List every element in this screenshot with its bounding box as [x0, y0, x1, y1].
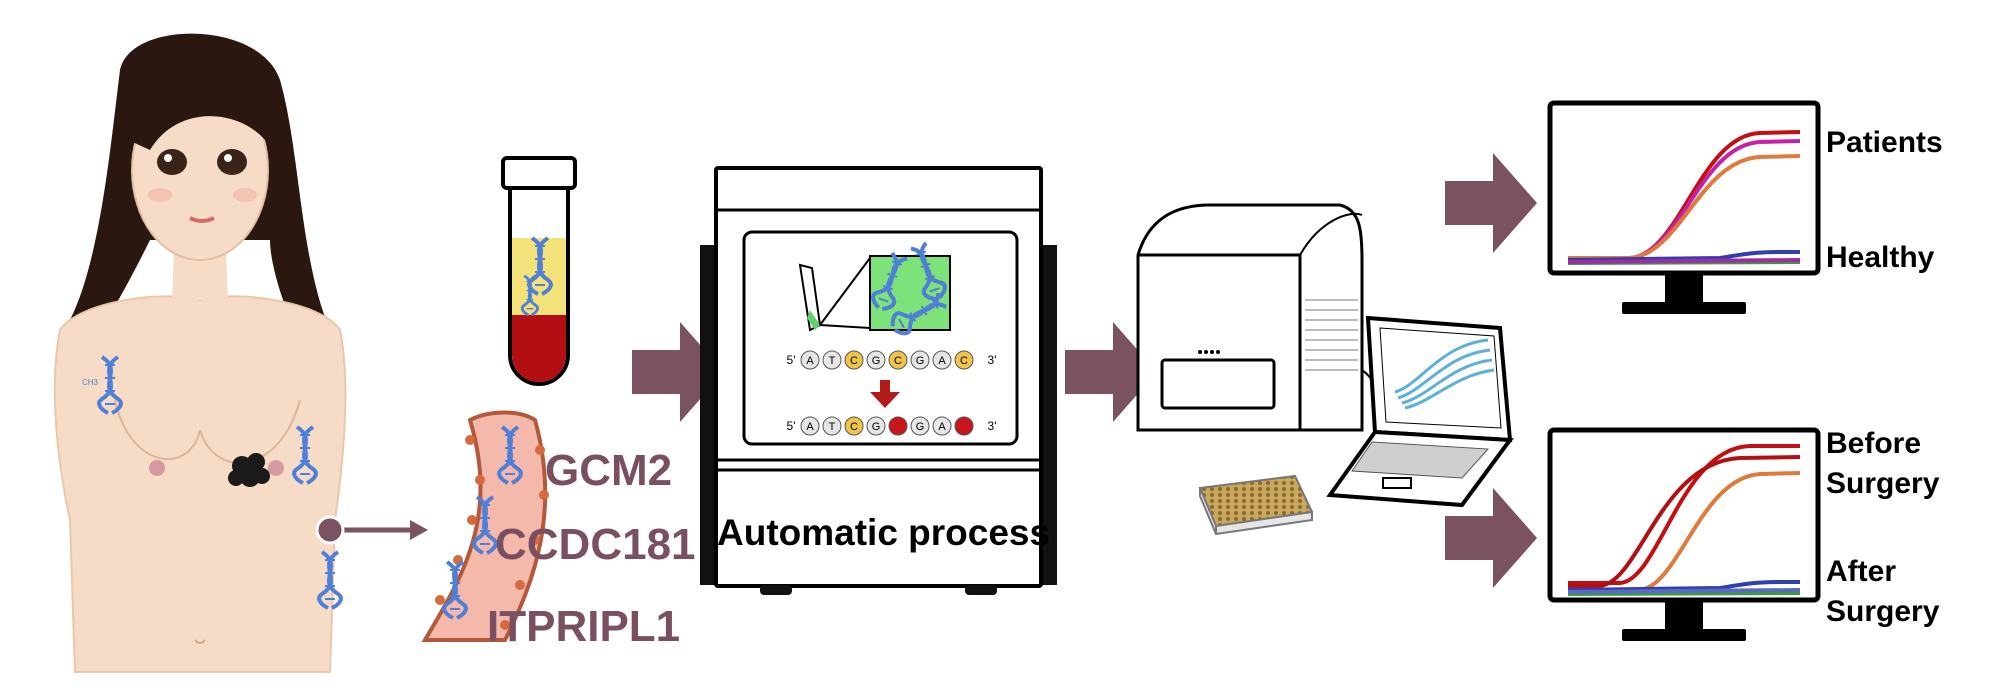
seq-bottom-bead-4 [888, 416, 908, 436]
sampling-site [315, 515, 345, 545]
sample-plate [1198, 474, 1314, 536]
seq-bottom-bead-7 [954, 416, 974, 436]
seq-bottom-base-1: T [829, 421, 836, 433]
monitor-surgery [1547, 427, 1821, 641]
seq-bottom-5: 5' [787, 419, 796, 433]
laptop-curves [1394, 338, 1495, 410]
tumor [228, 453, 270, 487]
seq-top-base-1: T [829, 355, 836, 367]
seq-top-base-6: A [938, 355, 946, 367]
seq-top-bead-2 [844, 350, 864, 370]
seq-top-bead-7 [954, 350, 974, 370]
monitor-patients-healthy [1547, 100, 1821, 314]
seq-bottom-bead-1 [822, 416, 842, 436]
seq-bottom-bead-6 [932, 416, 952, 436]
seq-top-5: 5' [787, 353, 796, 367]
seq-bottom-bead-0 [800, 416, 820, 436]
ch3-tag: CH3 [82, 378, 99, 387]
blood-vessel [421, 410, 549, 642]
left-eye [157, 149, 187, 175]
blood-layer [512, 315, 566, 382]
seq-top-bead-0 [800, 350, 820, 370]
label-patients: Patients [1826, 126, 1943, 159]
right-eye [217, 149, 247, 175]
seq-top-bead-1 [822, 350, 842, 370]
arrow-to-patients-monitor [1445, 153, 1537, 253]
label-after-surgery: After Surgery [1826, 555, 1940, 628]
pcr-machine [1136, 203, 1381, 432]
laptop [1326, 315, 1514, 508]
seq-bottom-bead-3 [866, 416, 886, 436]
seq-bottom-bead-2 [844, 416, 864, 436]
seq-top-base-0: A [806, 355, 814, 367]
torso [53, 295, 347, 673]
sequence-bottom: 5' A T C G U G A U 3' [787, 416, 997, 436]
gene-label-itpripl1: ITPRIPL1 [487, 602, 681, 651]
gene-label-gcm2: GCM2 [545, 446, 673, 495]
seq-top-base-4: C [894, 355, 902, 367]
automatic-process-label: Automatic process [717, 512, 1051, 553]
conversion-arrow [870, 380, 900, 408]
seq-top-bead-5 [910, 350, 930, 370]
seq-top-bead-6 [932, 350, 952, 370]
seq-top-bead-4 [888, 350, 908, 370]
seq-bottom-base-7: U [960, 421, 968, 433]
seq-bottom-3: 3' [988, 419, 997, 433]
curves-top [1567, 130, 1801, 265]
seq-bottom-base-3: G [872, 421, 881, 433]
automation-instrument: 5' A T C G C G A C 3' 5' A T C G U G A U 3' [700, 166, 1057, 595]
seq-bottom-base-0: A [806, 421, 814, 433]
sequence-top: 5' A T C G C G A C 3' [787, 350, 997, 370]
seq-top-base-5: G [916, 355, 925, 367]
seq-top-bead-3 [866, 350, 886, 370]
seq-top-base-7: C [960, 355, 968, 367]
blood-tube [501, 156, 577, 386]
patient-figure: CH3 [53, 33, 428, 673]
label-before-surgery: Before Surgery [1826, 427, 1940, 500]
seq-top-base-3: G [872, 355, 881, 367]
seq-top-3: 3' [988, 353, 997, 367]
gene-label-ccdc181: CCDC181 [495, 520, 696, 569]
seq-bottom-base-2: C [850, 421, 858, 433]
seq-bottom-base-5: G [916, 421, 925, 433]
seq-bottom-bead-5 [910, 416, 930, 436]
label-healthy: Healthy [1826, 241, 1935, 274]
seq-bottom-base-6: A [938, 421, 946, 433]
seq-top-base-2: C [850, 355, 858, 367]
curves-bottom [1567, 444, 1801, 596]
seq-bottom-base-4: U [894, 421, 902, 433]
